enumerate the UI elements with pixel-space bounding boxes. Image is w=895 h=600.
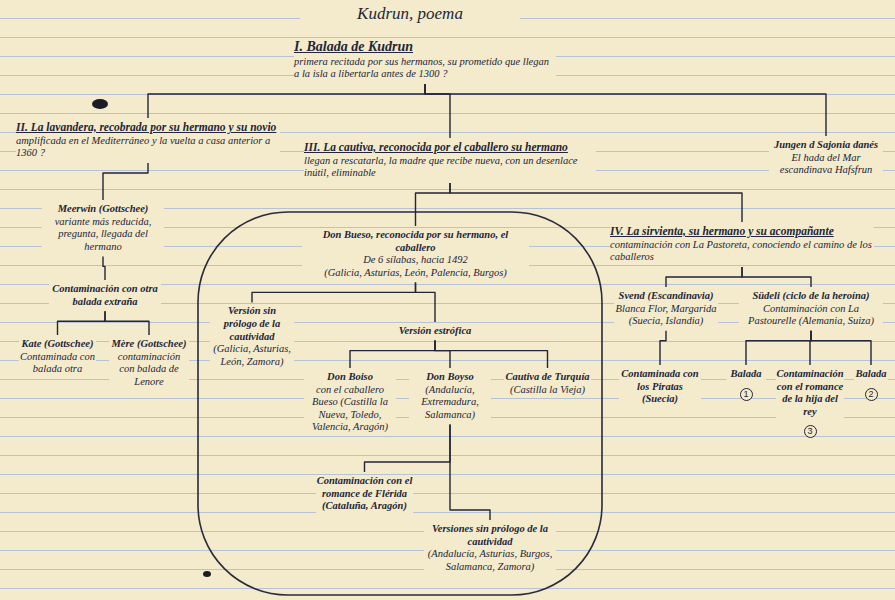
grouping-outline xyxy=(198,212,602,595)
branch-line xyxy=(435,341,548,368)
node-note: amplificada en el Mediterráneo y la vuel… xyxy=(16,135,280,160)
version-note: Contaminación con otra balada extraña xyxy=(45,280,165,311)
node-note: (Andalucía, Asturias, Burgos, Salamanca,… xyxy=(424,548,556,573)
node-heading: Svend (Escandinavia) xyxy=(614,290,718,303)
branch-heading: I. Balada de Kudrunprimera recitada por … xyxy=(290,36,560,84)
version-note: Meerwin (Gottschee)variante más reducida… xyxy=(38,200,168,256)
branch-line xyxy=(252,282,416,302)
version-note: Contaminada con los Piratas (Suecia) xyxy=(615,365,705,409)
node-heading: II. La lavandera, recobrada por su herma… xyxy=(16,121,280,135)
node-heading: Contaminada con los Piratas (Suecia) xyxy=(619,368,701,406)
branch-line xyxy=(58,311,106,335)
node-note: llegan a rescatarla, la madre que recibe… xyxy=(304,155,596,180)
version-note: Balada xyxy=(850,365,892,384)
branch-line xyxy=(435,341,450,368)
branch-line xyxy=(425,84,450,138)
branch-line xyxy=(742,267,811,287)
node-heading: Contaminación con el romance de la hija … xyxy=(776,368,844,418)
node-note: El hada del Mar escandinava Hafsfrun xyxy=(769,152,883,177)
version-note: Kate (Gottschee)Contaminada con balada o… xyxy=(15,335,100,379)
branch-line xyxy=(350,341,435,368)
node-note: (Galicia, Asturias, León, Zamora) xyxy=(210,343,294,368)
node-heading: I. Balada de Kudrun xyxy=(294,39,556,56)
version-note: Versión estrófica xyxy=(385,322,485,341)
node-note: contaminación con La Pastoreta, conocien… xyxy=(610,239,874,264)
branch-heading: III. La cautiva, reconocida por el cabal… xyxy=(300,138,600,183)
node-note: (Galicia, Asturias, León, Palencia, Burg… xyxy=(302,267,529,280)
version-note: Versiones sin prólogo de la cautividad(A… xyxy=(420,520,560,576)
branch-line xyxy=(416,282,436,322)
branch-line xyxy=(746,331,811,365)
node-heading: III. La cautiva, reconocida por el cabal… xyxy=(304,141,596,155)
node-heading: Don Bueso, reconocida por su hermano, el… xyxy=(302,229,529,254)
version-note: Südeli (ciclo de la heroína)Contaminació… xyxy=(735,287,887,331)
node-heading: Don Boyso xyxy=(409,371,491,384)
node-heading: Jungen d Sajonia danés xyxy=(769,139,883,152)
version-note: Cautiva de Turquía(Castilla la Vieja) xyxy=(500,368,595,399)
node-note: contaminación con balada de Lenore xyxy=(109,351,189,389)
branch-line xyxy=(103,256,105,280)
branch-line xyxy=(103,163,148,200)
node-note: (Castilla la Vieja) xyxy=(504,384,591,397)
callout-number: 3 xyxy=(804,425,817,438)
node-note: primera recitada por sus hermanos, su pr… xyxy=(294,56,556,81)
branch-line xyxy=(450,424,490,520)
callout-number: 1 xyxy=(740,388,753,401)
node-heading: Don Boiso xyxy=(304,371,396,384)
ink-blot xyxy=(203,571,211,577)
node-heading: Contaminación con el romance de Flérida … xyxy=(316,475,413,513)
node-heading: Cautiva de Turquía xyxy=(504,371,591,384)
node-heading: Versiones sin prólogo de la cautividad xyxy=(424,523,556,548)
version-note: Jungen d Sajonia danésEl hada del Mar es… xyxy=(765,136,887,180)
version-note: Mère (Gottschee)contaminación con balada… xyxy=(105,335,193,391)
version-note: Contaminación con el romance de Flérida … xyxy=(312,472,417,516)
node-note: Contaminada con balada otra xyxy=(19,351,96,376)
node-heading: Balada xyxy=(854,368,888,381)
branch-line xyxy=(105,311,149,335)
branch-line xyxy=(660,331,666,365)
branch-line xyxy=(148,84,425,118)
node-heading: Meerwin (Gottschee) xyxy=(42,203,164,216)
node-heading: Südeli (ciclo de la heroína) xyxy=(739,290,883,303)
node-heading: IV. La sirvienta, su hermano y su acompa… xyxy=(610,225,874,239)
node-heading: Balada xyxy=(726,368,766,381)
node-heading: Contaminación con otra balada extraña xyxy=(49,283,161,308)
version-note: Don Bueso, reconocida por su hermano, el… xyxy=(298,226,533,282)
version-note: Versión sin prólogo de la cautividad(Gal… xyxy=(206,302,298,371)
node-note: variante más reducida, pregunta, llegada… xyxy=(42,216,164,254)
branch-heading: II. La lavandera, recobrada por su herma… xyxy=(12,118,284,163)
node-note: con el caballero Bueso (Castilla la Nuev… xyxy=(304,384,396,434)
branch-line xyxy=(811,331,871,365)
version-note: Contaminación con el romance de la hija … xyxy=(772,365,848,421)
node-heading: Kate (Gottschee) xyxy=(19,338,96,351)
node-heading: Versión sin prólogo de la cautividad xyxy=(210,305,294,343)
version-note: Don Boisocon el caballero Bueso (Castill… xyxy=(300,368,400,437)
callout-number: 2 xyxy=(865,388,878,401)
branch-heading: IV. La sirvienta, su hermano y su acompa… xyxy=(606,222,878,267)
branch-line xyxy=(666,267,742,287)
node-heading: Mère (Gottschee) xyxy=(109,338,189,351)
branch-line xyxy=(416,183,451,226)
node-note: De 6 sílabas, hacia 1492 xyxy=(302,254,529,267)
branch-line xyxy=(425,84,826,136)
node-note: (Andalucía, Extremadura, Salamanca) xyxy=(409,384,491,422)
node-heading: Versión estrófica xyxy=(389,325,481,338)
ink-blot xyxy=(92,99,108,109)
version-note: Svend (Escandinavia)Blanca Flor, Margari… xyxy=(610,287,722,331)
branch-line xyxy=(450,183,742,222)
node-note: Blanca Flor, Margarida (Suecia, Islandia… xyxy=(614,303,718,328)
version-note: Don Boyso(Andalucía, Extremadura, Salama… xyxy=(405,368,495,424)
version-note: Balada xyxy=(722,365,770,384)
node-note: Contaminación con La Pastourelle (Aleman… xyxy=(739,303,883,328)
diagram-title: Kudrun, poema xyxy=(300,4,520,24)
